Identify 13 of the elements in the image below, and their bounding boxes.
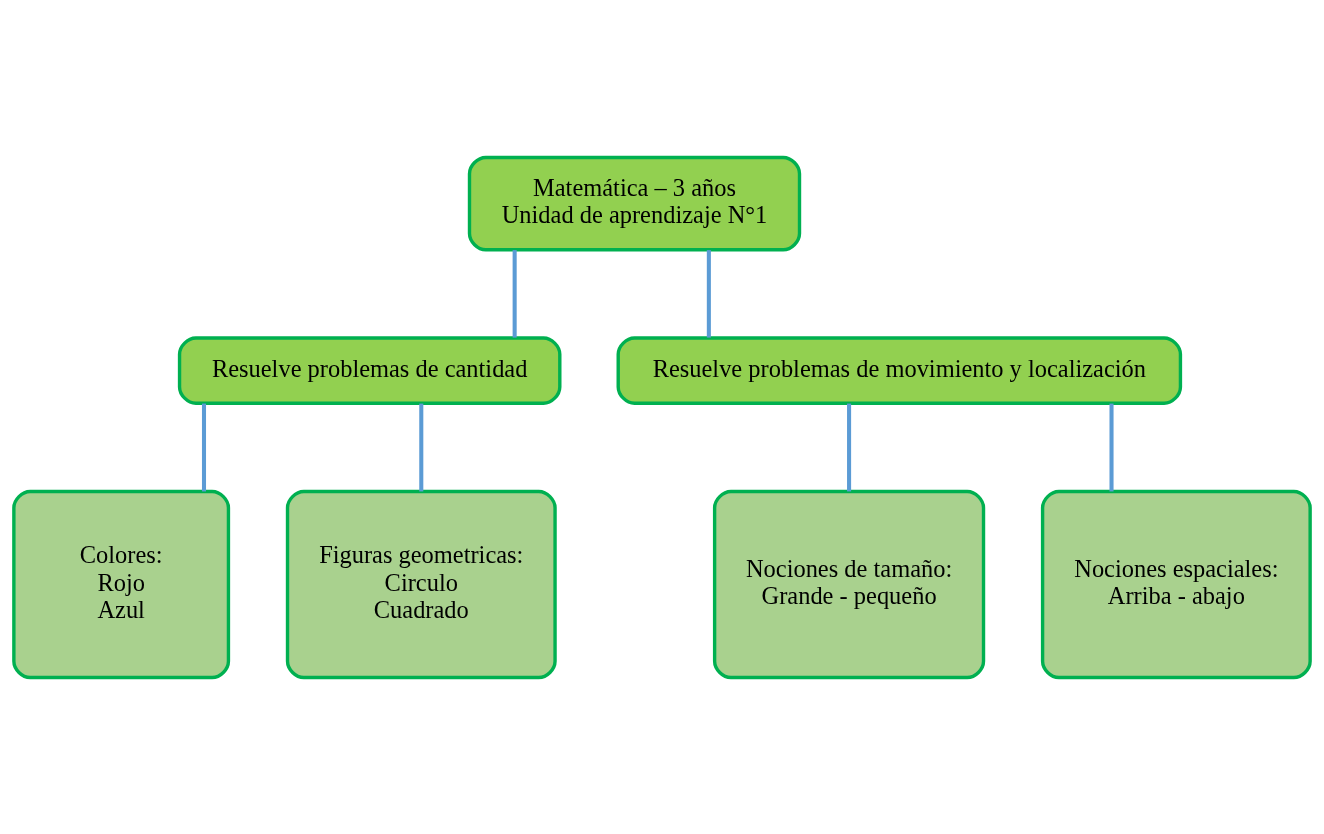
node-box: Resuelve problemas de movimiento y localización [616,335,1183,405]
node-box: Colores: Rojo Azul [12,489,231,679]
connector [201,403,207,491]
node-box: Nociones de tamaño: Grande - pequeño [712,489,986,679]
connector [706,249,711,338]
node-box: Figuras geometricas: Circulo Cuadrado [285,489,557,679]
node-box: Resuelve problemas de cantidad [177,335,562,405]
node-box: Matemática – 3 años Unidad de aprendizaje N°1 [467,155,802,251]
connector [419,403,424,491]
connector [847,403,852,491]
node-box: Nociones espaciales: Arriba - abajo [1040,489,1312,679]
connector [1109,403,1114,491]
connector [512,249,517,338]
